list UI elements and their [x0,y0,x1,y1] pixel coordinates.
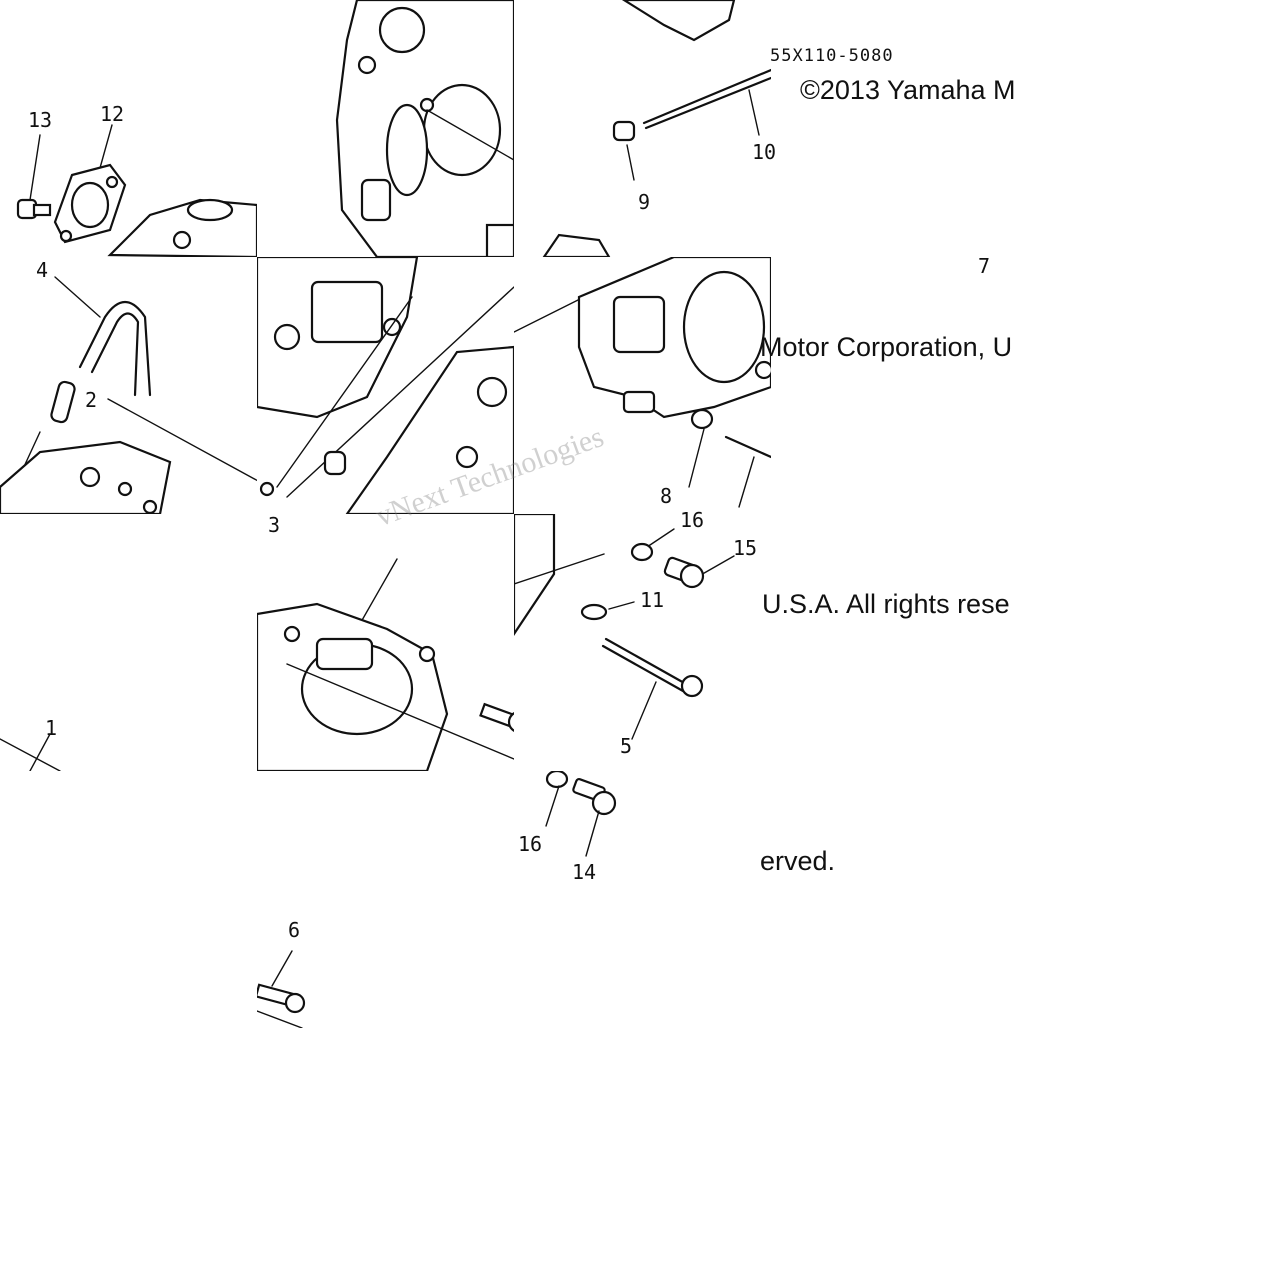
callout-2: 2 [85,388,98,412]
hose-and-fitting-drawing [0,276,257,514]
callout-4: 4 [36,258,49,282]
callout-12: 12 [100,102,125,126]
diagram-tile-lower-bolt [257,771,514,1028]
crankcase-lower-drawing [257,257,514,514]
copyright-line-4: erved. [760,846,836,876]
crankcase-right-drawing [514,257,771,508]
callout-7: 7 [978,254,991,278]
callout-14: 14 [572,860,597,884]
diagram-tile-right-top [514,0,771,257]
callout-16-upper: 16 [680,508,705,532]
bolts-and-washers-drawing [514,514,735,740]
callout-10: 10 [752,140,777,164]
part-code-label: 55X110-5080 [770,46,894,66]
crankcase-upper-drawing [335,0,514,257]
diagram-tile-center-bottom [257,514,514,771]
head-cover-and-stud-drawing [542,0,771,257]
diagram-tile-left-top [0,0,257,257]
callout-5: 5 [620,734,633,758]
crankcase-edge-drawing [0,733,61,771]
diagram-tile-lower-right [514,771,771,1028]
callout-13: 13 [28,108,53,132]
cylinder-and-bolt-drawing [257,558,514,771]
callout-15: 15 [733,536,758,560]
diagram-tile-left-bottom [0,514,257,771]
diagram-tile-center-top [257,0,514,257]
gasket-and-bolt-drawing [16,124,257,257]
callout-8: 8 [660,484,673,508]
copyright-line-1: ©2013 Yamaha M [800,75,1016,105]
callout-9: 9 [638,190,651,214]
callout-3: 3 [268,513,281,537]
diagram-tile-right-middle [514,257,771,514]
callout-16-lower: 16 [518,832,543,856]
copyright-line-3: U.S.A. All rights rese [762,589,1010,619]
diagram-tile-left-middle [0,257,257,514]
diagram-tile-right-bottom [514,514,771,771]
bolt-6-drawing [257,950,306,1028]
bolt-14-drawing [545,771,617,857]
callout-11: 11 [640,588,665,612]
copyright-line-2: Motor Corporation, U [760,332,1013,362]
callout-1: 1 [45,716,58,740]
diagram-tile-center-middle [257,257,514,514]
callout-6: 6 [288,918,301,942]
